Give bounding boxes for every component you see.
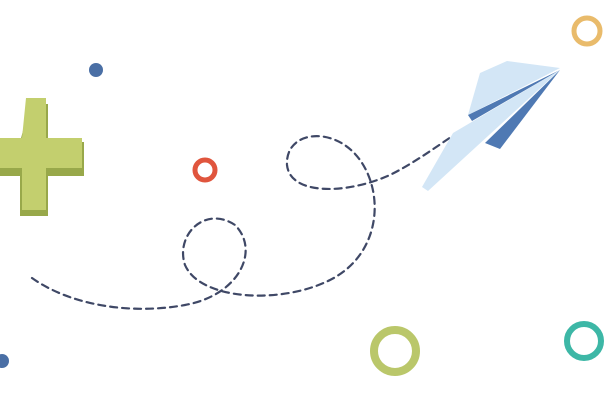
plus-icon bbox=[0, 98, 84, 216]
teal-ring-icon bbox=[564, 321, 604, 361]
blue-dot-icon bbox=[89, 63, 103, 77]
dashed-flight-path bbox=[30, 126, 467, 310]
paper-plane-icon bbox=[422, 61, 560, 191]
blue-dot-icon bbox=[0, 354, 9, 368]
green-ring-icon bbox=[370, 326, 420, 376]
red-ring-icon bbox=[192, 157, 218, 183]
yellow-ring-icon bbox=[571, 15, 603, 47]
